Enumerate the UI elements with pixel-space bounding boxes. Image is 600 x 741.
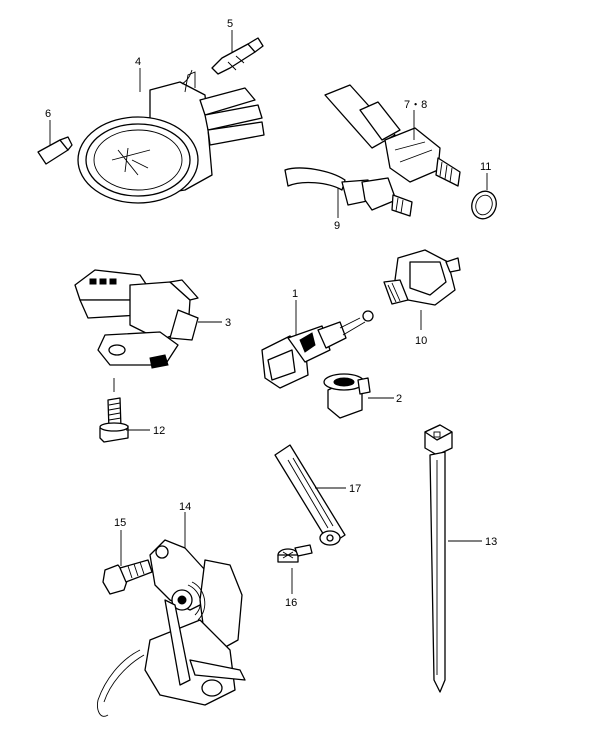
callout-5: 5: [227, 18, 233, 30]
callout-16: 16: [285, 597, 297, 609]
callout-6: 6: [45, 108, 51, 120]
callout-labels: 5 4 6 7・8 11 9 1 3 10 2 12 17 14 15 13 1…: [45, 18, 497, 609]
callout-10: 10: [415, 335, 427, 347]
callout-1: 1: [292, 288, 298, 300]
part-4-gauge[interactable]: [77, 69, 265, 204]
part-10-sensor[interactable]: [383, 249, 461, 306]
callout-11: 11: [480, 161, 491, 173]
part-7-8-sender[interactable]: [324, 84, 461, 187]
callout-2: 2: [396, 393, 402, 405]
callout-13: 13: [485, 536, 497, 548]
part-17-strap[interactable]: [274, 444, 346, 546]
callout-15: 15: [114, 517, 126, 529]
part-13-cable-tie[interactable]: [424, 424, 453, 693]
part-5-bulb-socket[interactable]: [211, 37, 264, 75]
part-9-sender[interactable]: [284, 167, 413, 217]
part-16-screw[interactable]: [277, 544, 313, 563]
part-2-grommet[interactable]: [323, 373, 371, 419]
part-14-sensor-assembly[interactable]: [97, 539, 246, 717]
callout-12: 12: [153, 425, 165, 437]
part-11-washer[interactable]: [468, 188, 500, 223]
callout-4: 4: [135, 56, 141, 68]
callout-17: 17: [349, 483, 361, 495]
callout-14: 14: [179, 501, 191, 513]
leader-lines: [49, 30, 488, 594]
part-15-bolt[interactable]: [102, 559, 153, 595]
part-1-switch[interactable]: [261, 310, 374, 389]
callout-3: 3: [225, 317, 231, 329]
part-12-bolt[interactable]: [99, 378, 129, 443]
callout-9: 9: [334, 220, 340, 232]
part-6-bulb[interactable]: [37, 136, 73, 165]
callout-7-8: 7・8: [404, 99, 427, 111]
part-3-map-sensor[interactable]: [74, 269, 199, 369]
